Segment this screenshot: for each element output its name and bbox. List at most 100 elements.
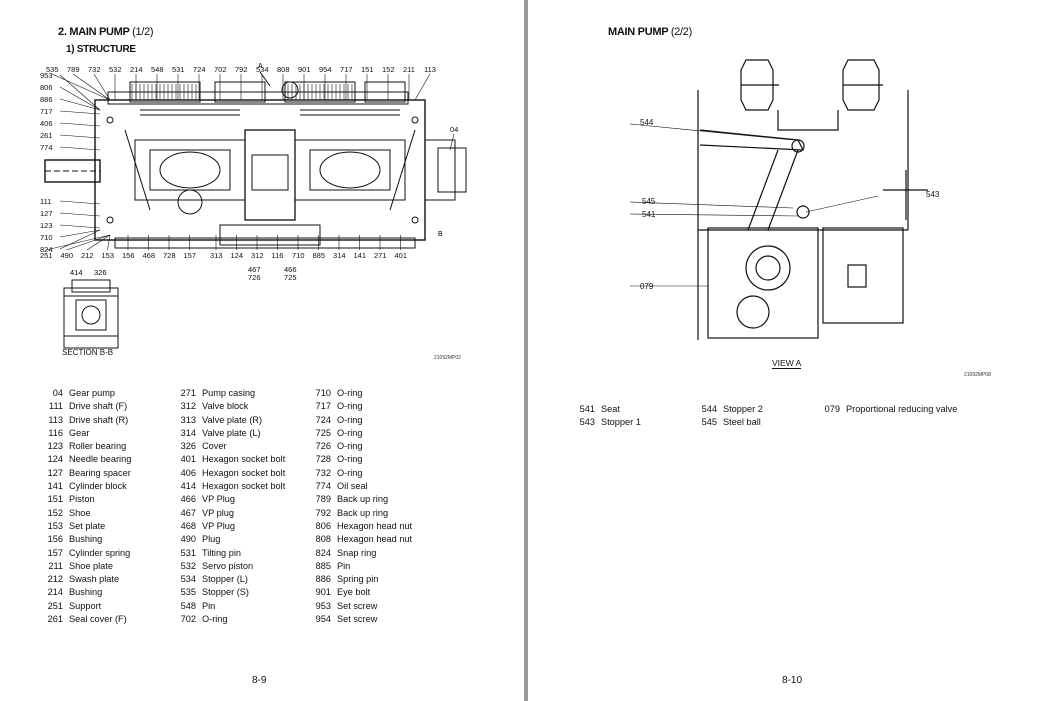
callout-544: 544 — [640, 118, 654, 127]
part-name: Cylinder spring — [69, 547, 131, 558]
callout-leader — [59, 146, 101, 151]
callout-548: 548 — [151, 65, 164, 74]
part-name: Gear — [69, 427, 90, 438]
callout-leader — [59, 224, 101, 229]
part-name: Hexagon socket bolt — [202, 481, 286, 492]
part-name: Swash plate — [69, 574, 120, 585]
callout-534: 534 — [256, 65, 269, 74]
callout-212: 212 — [81, 251, 94, 260]
part-name: Hexagon head nut — [337, 520, 413, 531]
callout-313: 313 — [210, 251, 223, 260]
callout-156: 156 — [122, 251, 135, 260]
callout-271: 271 — [374, 251, 387, 260]
parts-list-row: 116 Gear — [36, 427, 131, 440]
part-name: Pump casing — [202, 388, 256, 398]
callout-151: 151 — [361, 65, 374, 74]
part-number: 901 — [315, 587, 331, 598]
part-name: Pin — [337, 560, 351, 571]
part-name: Snap ring — [337, 547, 377, 558]
part-number: 534 — [180, 574, 196, 585]
callout-725: 725 — [284, 273, 297, 282]
page-number-right: 8-10 — [782, 675, 803, 686]
part-name: Pin — [202, 600, 216, 611]
part-name: Stopper 2 — [723, 404, 763, 414]
part-number: 271 — [180, 388, 196, 398]
part-number: 531 — [180, 547, 196, 558]
callout-leader — [59, 122, 101, 127]
part-name: VP Plug — [202, 520, 236, 531]
parts-list-row: 271 Pump casing — [169, 387, 285, 400]
callout-251: 251 — [40, 251, 53, 260]
part-number: 535 — [180, 587, 196, 598]
part-number: 151 — [47, 494, 63, 505]
callout-leader — [45, 234, 111, 251]
view-a-drawing — [629, 59, 928, 340]
callout-leader — [59, 229, 101, 250]
callout-789: 789 — [67, 65, 80, 74]
part-number: 725 — [315, 427, 331, 438]
callout-leader — [51, 73, 111, 101]
part-name: Drive shaft (R) — [69, 414, 129, 425]
callout-152: 152 — [382, 65, 395, 74]
part-name: O-ring — [337, 441, 363, 452]
callout-leader — [66, 234, 111, 251]
page-right: MAIN PUMP (2/2) — [528, 0, 1056, 701]
part-number: 116 — [48, 427, 63, 438]
part-number: 214 — [47, 587, 63, 598]
parts-list-row: 901 Eye bolt — [304, 586, 412, 599]
part-number: 141 — [47, 481, 63, 492]
callout-792: 792 — [235, 65, 248, 74]
callout-806: 806 — [40, 83, 53, 92]
part-name: Back up ring — [337, 507, 389, 518]
section-title: 2. MAIN PUMP (1/2) — [58, 26, 154, 38]
part-number: 885 — [315, 560, 331, 571]
part-number: 468 — [180, 520, 196, 531]
part-name: Stopper (S) — [202, 587, 249, 598]
part-name: Set screw — [337, 614, 378, 625]
callout-113: 113 — [424, 65, 436, 74]
part-name: Oil seal — [337, 481, 368, 492]
part-name: O-ring — [337, 401, 363, 412]
part-number: 543 — [579, 417, 595, 428]
part-name: Hexagon socket bolt — [202, 467, 286, 478]
part-name: Cylinder block — [69, 481, 127, 492]
part-name: O-ring — [337, 427, 363, 438]
part-number: 314 — [180, 427, 196, 438]
callout-953: 953 — [40, 71, 53, 80]
part-number: 954 — [315, 614, 331, 625]
part-number: 04 — [52, 388, 63, 398]
part-name: Stopper (L) — [202, 574, 248, 585]
part-number: 466 — [180, 494, 196, 505]
part-number: 153 — [47, 520, 63, 531]
part-name: Bearing spacer — [69, 467, 131, 478]
callout-leader — [72, 73, 111, 101]
part-number: 124 — [47, 454, 63, 465]
callout-543: 543 — [926, 190, 940, 199]
part-number: 152 — [47, 507, 63, 518]
part-number: 953 — [315, 600, 331, 611]
callout-leader — [59, 98, 101, 111]
part-name: Eye bolt — [337, 587, 371, 598]
part-name: Bushing — [69, 587, 103, 598]
